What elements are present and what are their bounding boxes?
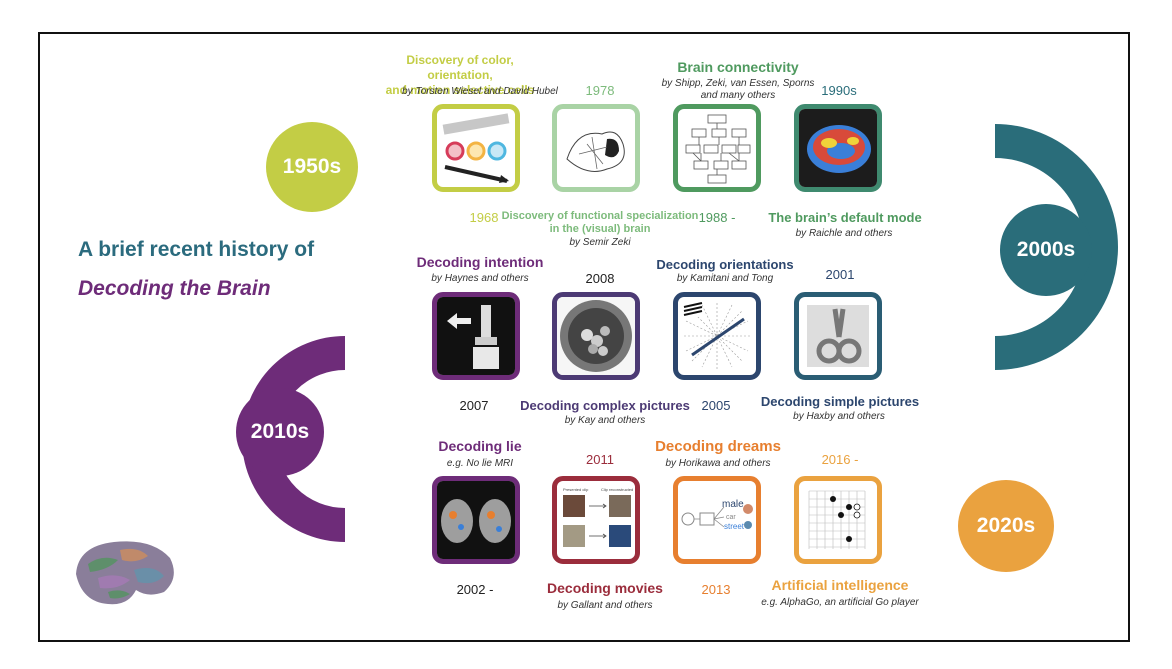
card-dreams: male car street [673, 476, 761, 564]
default-mode-scan [799, 109, 877, 187]
dream-word-car: car [726, 514, 736, 521]
visual-brain-illustration [566, 131, 625, 172]
dreams-title: Decoding dreams [655, 438, 781, 455]
era-2000s: 2000s [1000, 204, 1092, 296]
timeline-bend-right [994, 124, 1118, 370]
dream-decoding-diagram: male car street [681, 499, 753, 531]
card-connectivity [673, 104, 761, 192]
functional-year: 1978 [585, 83, 615, 98]
page-subtitle: Decoding the Brain [78, 277, 271, 300]
card-color-cells [432, 104, 520, 192]
dreams-authors: by Horikawa and others [665, 458, 771, 469]
default-mode-title: The brain’s default mode [768, 210, 922, 225]
dream-word-male: male [722, 499, 744, 510]
connectivity-authors: by Shipp, Zeki, van Essen, Sporns and ma… [661, 78, 815, 101]
page-title: A brief recent history of [78, 238, 315, 261]
movies-year: 2011 [586, 452, 614, 467]
card-functional [552, 104, 640, 192]
orientations-title: Decoding orientations [656, 257, 794, 272]
movie-reconstruction: Presented clip Clip reconstructed [563, 487, 633, 547]
color-discovery-title: Discovery of color, orientation, and mot… [385, 53, 535, 97]
movies-title: Decoding movies [547, 580, 663, 596]
default-mode-year: 1990s [821, 83, 857, 98]
card-default-mode [794, 104, 882, 192]
orientation-plot [683, 302, 750, 369]
card-simple [794, 292, 882, 380]
intention-stimulus [437, 297, 515, 375]
era-2020s: 2020s [958, 480, 1054, 572]
intention-year: 2007 [459, 398, 489, 413]
card-orientations [673, 292, 761, 380]
slide-frame: 1950s 2000s 2010s 2020s A brief recent h… [38, 32, 1130, 642]
simple-year: 2001 [825, 267, 855, 282]
complex-picture [557, 297, 635, 375]
complex-year: 2008 [585, 271, 615, 286]
go-board [805, 487, 871, 553]
lie-year: 2002 - [456, 582, 494, 597]
movie-label-reconstructed: Clip reconstructed [601, 487, 633, 492]
connectivity-title: Brain connectivity [677, 59, 799, 75]
movies-authors: by Gallant and others [557, 600, 653, 611]
intention-title: Decoding intention [416, 254, 544, 270]
card-complex [552, 292, 640, 380]
simple-authors: by Haxby and others [793, 411, 885, 422]
dream-word-street: street [724, 522, 745, 531]
orientations-authors: by Kamitani and Tong [676, 273, 774, 284]
lie-example: e.g. No lie MRI [446, 458, 514, 469]
ai-example: e.g. AlphaGo, an artificial Go player [761, 597, 919, 608]
connectivity-year: 1988 - [698, 210, 736, 225]
connectivity-diagram [685, 114, 751, 184]
card-intention [432, 292, 520, 380]
simple-title: Decoding simple pictures [760, 394, 920, 409]
lie-mri-scan [437, 481, 515, 559]
default-mode-authors: by Raichle and others [795, 228, 893, 239]
scissors-picture [807, 305, 869, 367]
complex-title: Decoding complex pictures [520, 398, 690, 413]
era-2010s: 2010s [236, 388, 324, 476]
intention-authors: by Haynes and others [431, 273, 529, 284]
functional-title: Discovery of functional specialization i… [501, 210, 699, 235]
era-1950s: 1950s [266, 122, 358, 212]
card-movies: Presented clip Clip reconstructed [552, 476, 640, 564]
lie-title: Decoding lie [438, 438, 522, 454]
complex-authors: by Kay and others [564, 415, 646, 426]
functional-authors: by Semir Zeki [569, 237, 631, 248]
color-discovery-authors: by Torsten Wiesel and David Hubel [402, 86, 558, 97]
orientations-year: 2005 [701, 398, 731, 413]
card-ai [794, 476, 882, 564]
ai-title: Artificial intelligence [771, 577, 909, 593]
brain-icon [76, 541, 174, 605]
card-lie [432, 476, 520, 564]
dreams-year: 2013 [701, 582, 731, 597]
movie-label-presented: Presented clip [563, 487, 589, 492]
ai-year: 2016 - [821, 452, 859, 467]
color-cells-illustration [442, 113, 510, 183]
color-discovery-year: 1968 [469, 210, 499, 225]
